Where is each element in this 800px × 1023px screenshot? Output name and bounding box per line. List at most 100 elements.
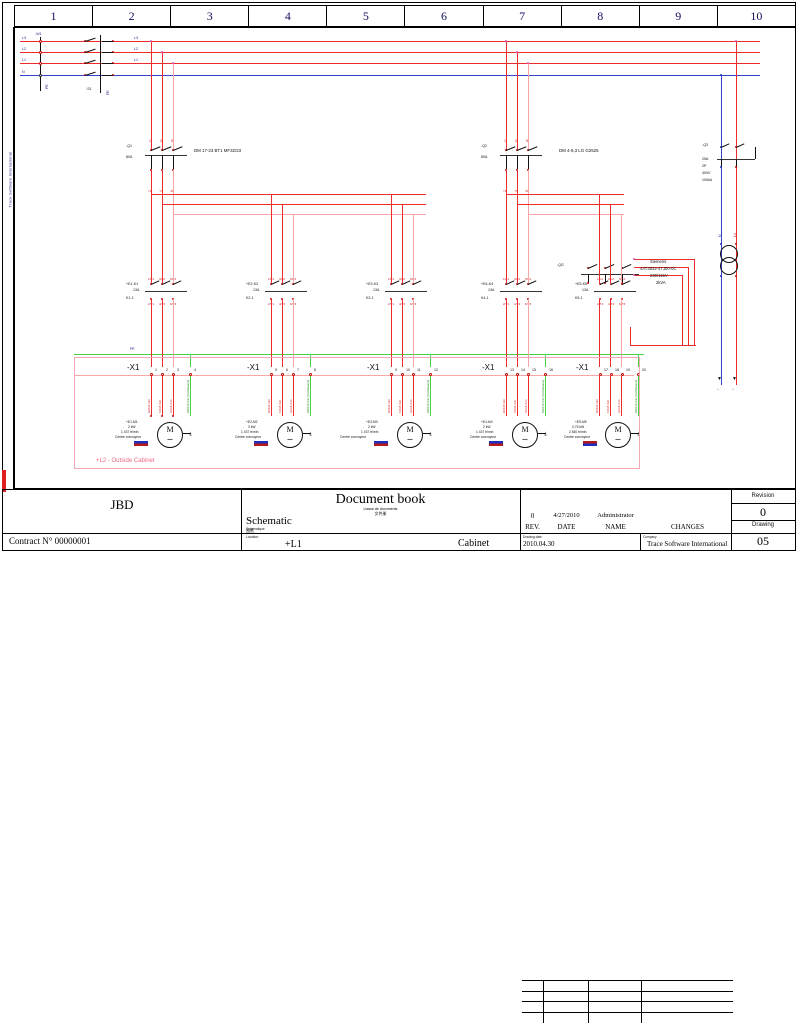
- route-v3: [682, 275, 683, 345]
- k2-up-1: [271, 194, 272, 283]
- main-switch-shaft: [100, 35, 101, 93]
- motor-4-speed: 1 437 tr/min: [476, 430, 494, 434]
- k2-up-2: [282, 204, 283, 283]
- k1-linkage: [145, 291, 187, 292]
- route-h3: [634, 275, 682, 276]
- k4-up-3: [528, 214, 529, 283]
- q3-in-n: [720, 146, 722, 148]
- column-header-1: 1: [15, 6, 94, 26]
- q1-feed-l1: [151, 194, 426, 195]
- q2-t3: 3: [515, 139, 517, 143]
- qg-out2: [604, 282, 606, 284]
- transformer-coil-secondary: [720, 257, 738, 275]
- k5-dn-3: [621, 299, 622, 367]
- s1-pole3-in: [84, 62, 86, 64]
- q2-type: DM 4-6,3 LG G2525: [559, 148, 599, 153]
- bus-l3: [20, 41, 760, 42]
- x1-num-9: 9: [395, 368, 397, 372]
- revision-caption: Revision: [751, 493, 775, 499]
- t1-term-l: [735, 243, 737, 245]
- tb-vline-4: [640, 533, 641, 550]
- column-ruler: 1 2 3 4 5 6 7 8 9 10: [14, 5, 796, 27]
- motor-5-speed: 2 840 tr/min: [569, 430, 587, 434]
- k5-o3: 6/T3: [619, 302, 626, 306]
- transformer-ratio: 230/115V: [650, 273, 668, 278]
- drop-q2-l3: [506, 41, 507, 151]
- k4-up-1: [506, 194, 507, 283]
- m2-core-pe: [310, 376, 311, 416]
- k4-tag: +E4-K4: [481, 282, 494, 286]
- motor-1-letter: M: [166, 425, 174, 434]
- s1-pole4-out: [112, 74, 114, 76]
- bus-label-l2: L2: [22, 47, 26, 51]
- qg-blade-3: [621, 263, 632, 269]
- q1-t1: 1: [149, 139, 151, 143]
- route-h2: [634, 267, 688, 268]
- k1-dn-2: [162, 299, 163, 367]
- x1-num-1: 1: [155, 368, 157, 372]
- s1-link-3: [102, 63, 113, 64]
- q1-rating: 80A: [126, 155, 133, 159]
- x1-num-17: 17: [604, 368, 608, 372]
- k5-o1: 2/T1: [597, 302, 604, 306]
- k5-in1: 1/L1: [597, 277, 604, 281]
- s1-link-4: [102, 75, 113, 76]
- t1-out-n: [720, 275, 722, 277]
- m1-core-v: [162, 376, 163, 416]
- incoming-vert-label: PE: [45, 84, 49, 89]
- k5-tag: +E5-K5: [575, 282, 588, 286]
- tb-hline-rev2: [731, 520, 795, 521]
- qg-tag: -QG: [557, 263, 564, 267]
- q3-in-l: [735, 146, 737, 148]
- m5-core-u: [621, 376, 622, 416]
- k1-aux: 13A: [133, 288, 140, 292]
- x1-term-5: [270, 373, 273, 376]
- k5-t-in3: [621, 283, 623, 285]
- q1-feed-l2: [162, 204, 426, 205]
- q1-blade-2: [161, 146, 172, 151]
- bus-l1: [20, 63, 760, 64]
- q1-type: DM 17-23 BT1 MF32/23: [194, 148, 242, 153]
- company-caption: Company: [643, 535, 657, 539]
- t1-out-l: [735, 275, 737, 277]
- column-header-4: 4: [249, 6, 328, 26]
- k2-dn-2: [282, 299, 283, 367]
- q3-arrow-l: ▼: [732, 376, 737, 382]
- drawing-date-value: 2010.04.30: [523, 540, 555, 548]
- s1-link-1: [102, 41, 113, 42]
- motor-5-tag: +E5-M5: [575, 420, 587, 424]
- m1-j-v: [161, 415, 163, 417]
- motor-5-power: 0,75 kW: [572, 425, 585, 429]
- m3-core-v: [402, 376, 403, 416]
- document-subtitle-fr: Liasse de documents: [363, 507, 398, 511]
- incoming-terminal-2: [39, 51, 42, 54]
- document-title: Document book: [335, 492, 426, 507]
- m2-core-v: [282, 376, 283, 416]
- location-value: +L1: [285, 539, 302, 550]
- motor-5-earth-icon: ⏚: [636, 432, 642, 438]
- k5-in3: 5/L3: [619, 277, 626, 281]
- qg-leg-2: [605, 274, 606, 283]
- bus-label-l1: L1: [22, 58, 26, 62]
- motor-3-power: 2 kW: [368, 425, 376, 429]
- t1-term-n: [720, 243, 722, 245]
- tap-q3-n: [720, 74, 722, 76]
- tb-hline-bottom: [3, 533, 795, 534]
- x1-term-14: [516, 373, 519, 376]
- k4-up-2: [517, 204, 518, 283]
- transformer-part: 4AT3932-4TJ00-0C: [640, 266, 677, 271]
- q2-in1: [505, 149, 507, 151]
- q1-down-2: [162, 170, 163, 204]
- motor-3-note: Centre convoyeur: [340, 435, 367, 439]
- q2-feed-l1: [506, 194, 624, 195]
- k4-dn-3: [528, 299, 529, 367]
- document-type-caption-cn: 图纸: [246, 528, 254, 533]
- motor-3-earth-icon: ⏚: [428, 432, 434, 438]
- m1-core-u: [173, 376, 174, 416]
- q2-in3: [527, 149, 529, 151]
- m5-core-pe: [638, 376, 639, 416]
- motor-4-power: 2 kW: [483, 425, 491, 429]
- k1-t-in3: [172, 283, 174, 285]
- q2-tag: -Q2: [481, 144, 487, 148]
- document-type-caption-fr: Schématique: [246, 527, 265, 531]
